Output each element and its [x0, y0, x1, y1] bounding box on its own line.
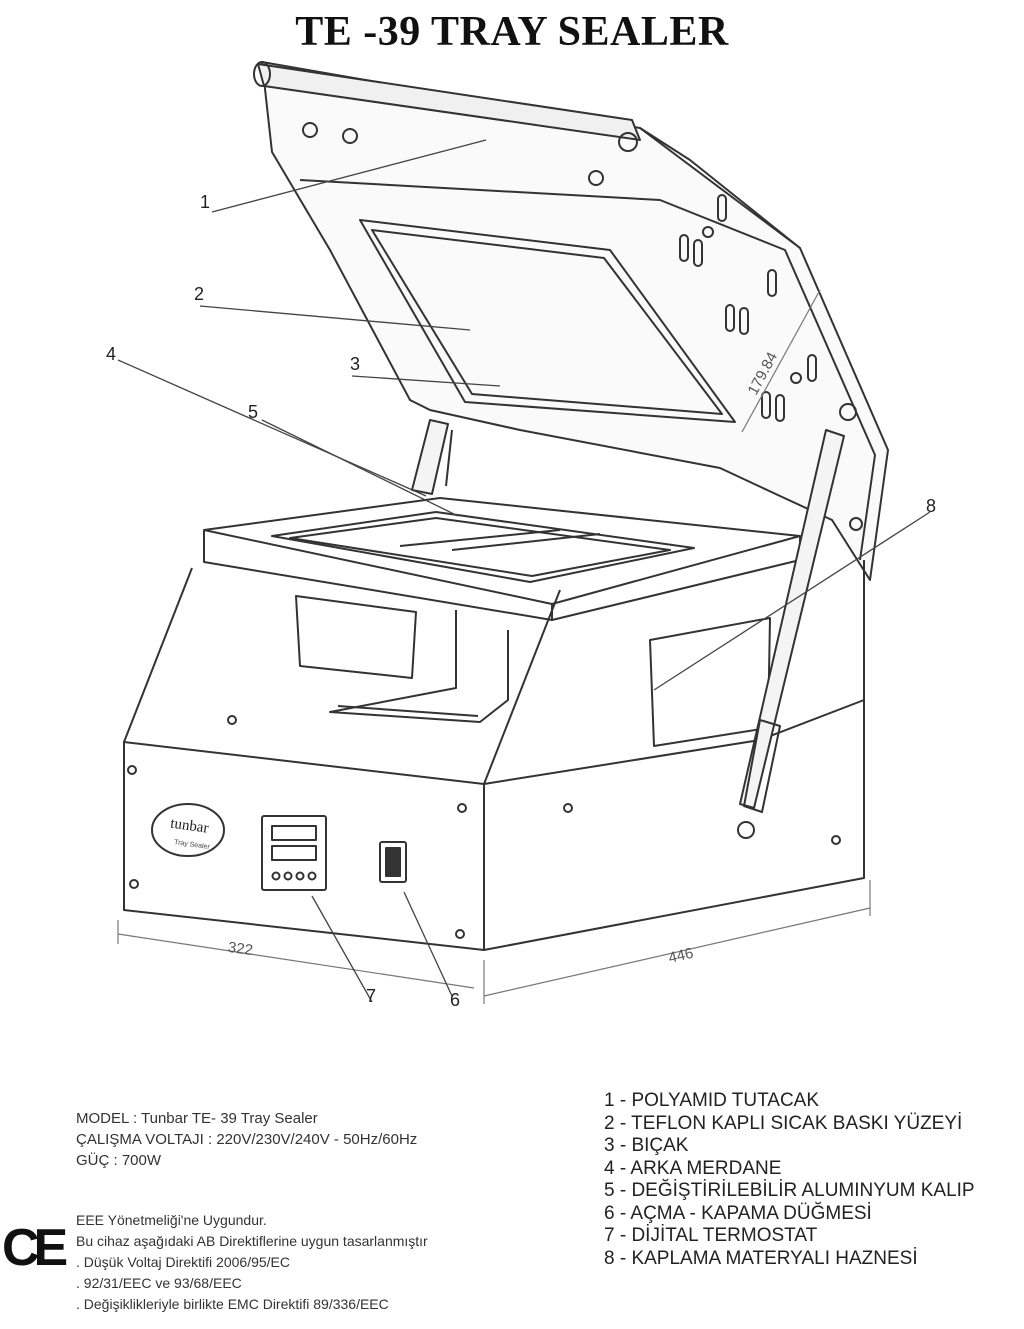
heated-press-surface	[359, 219, 736, 423]
callout-3: 3	[350, 354, 360, 374]
leader-lines	[117, 139, 931, 1003]
lid	[253, 61, 889, 581]
spec-power: GÜÇ : 700W	[76, 1152, 162, 1169]
callout-6: 6	[450, 990, 460, 1010]
directive-line: . 92/31/EEC ve 93/68/EEC	[76, 1275, 242, 1291]
callout-7: 7	[366, 986, 376, 1006]
legend-item: 8 - KAPLAMA MATERYALI HAZNESİ	[604, 1247, 918, 1269]
directive-line: . Değişiklikleriyle birlikte EMC Direkti…	[76, 1296, 389, 1312]
spec-model: MODEL : Tunbar TE- 39 Tray Sealer	[76, 1110, 318, 1127]
on-off-switch	[379, 841, 407, 883]
brand-subtitle: Tray Sealer	[174, 839, 211, 851]
spec-voltage: ÇALIŞMA VOLTAJI : 220V/230V/240V - 50Hz/…	[76, 1131, 418, 1148]
rear-roller	[411, 419, 449, 495]
brand-plate	[151, 803, 225, 857]
legend-item: 2 - TEFLON KAPLI SICAK BASKI YÜZEYİ	[604, 1112, 963, 1134]
aluminium-mould	[271, 511, 695, 583]
legend-item: 1 - POLYAMID TUTACAK	[604, 1090, 820, 1111]
tray-sealer-drawing: 1 2 3 4 5 6 7 8 322 446 179.84 tunbar Tr…	[106, 61, 936, 1010]
directive-block: EEE Yönetmeliği'ne Uygundur. Bu cihaz aş…	[76, 1210, 428, 1315]
legend-item: 5 - DEĞİŞTİRİLEBİLİR ALUMINYUM KALIP	[604, 1180, 975, 1201]
callout-5: 5	[248, 402, 258, 422]
spec-block: MODEL : Tunbar TE- 39 Tray Sealer ÇALIŞM…	[76, 1108, 417, 1171]
legend-item: 3 - BIÇAK	[604, 1135, 689, 1156]
dimension-lines	[117, 289, 871, 1004]
legend-item: 7 - DİJİTAL TERMOSTAT	[604, 1225, 818, 1246]
tray-plate	[203, 497, 801, 621]
dimension-depth: 446	[667, 945, 695, 967]
directive-line: . Düşük Voltaj Direktifi 2006/95/EC	[76, 1254, 290, 1270]
brand-name: tunbar	[169, 816, 209, 837]
legend-item: 6 - AÇMA - KAPAMA DÜĞMESİ	[604, 1202, 872, 1224]
page-title: TE -39 TRAY SEALER	[295, 9, 729, 55]
dimension-width: 322	[227, 939, 254, 959]
callout-2: 2	[194, 284, 204, 304]
gas-spring	[737, 403, 857, 839]
machine-body	[123, 560, 865, 951]
polyamide-handle	[257, 63, 641, 141]
digital-thermostat	[261, 815, 327, 891]
callout-8: 8	[926, 496, 936, 516]
ce-mark: CE	[2, 1219, 68, 1277]
callout-4: 4	[106, 344, 116, 364]
directive-line: EEE Yönetmeliği'ne Uygundur.	[76, 1212, 267, 1228]
parts-legend: 1 - POLYAMID TUTACAK 2 - TEFLON KAPLI SI…	[604, 1090, 975, 1270]
callout-1: 1	[200, 192, 210, 212]
directive-line: Bu cihaz aşağıdaki AB Direktiflerine uyg…	[76, 1233, 428, 1249]
legend-item: 4 - ARKA MERDANE	[604, 1157, 782, 1179]
